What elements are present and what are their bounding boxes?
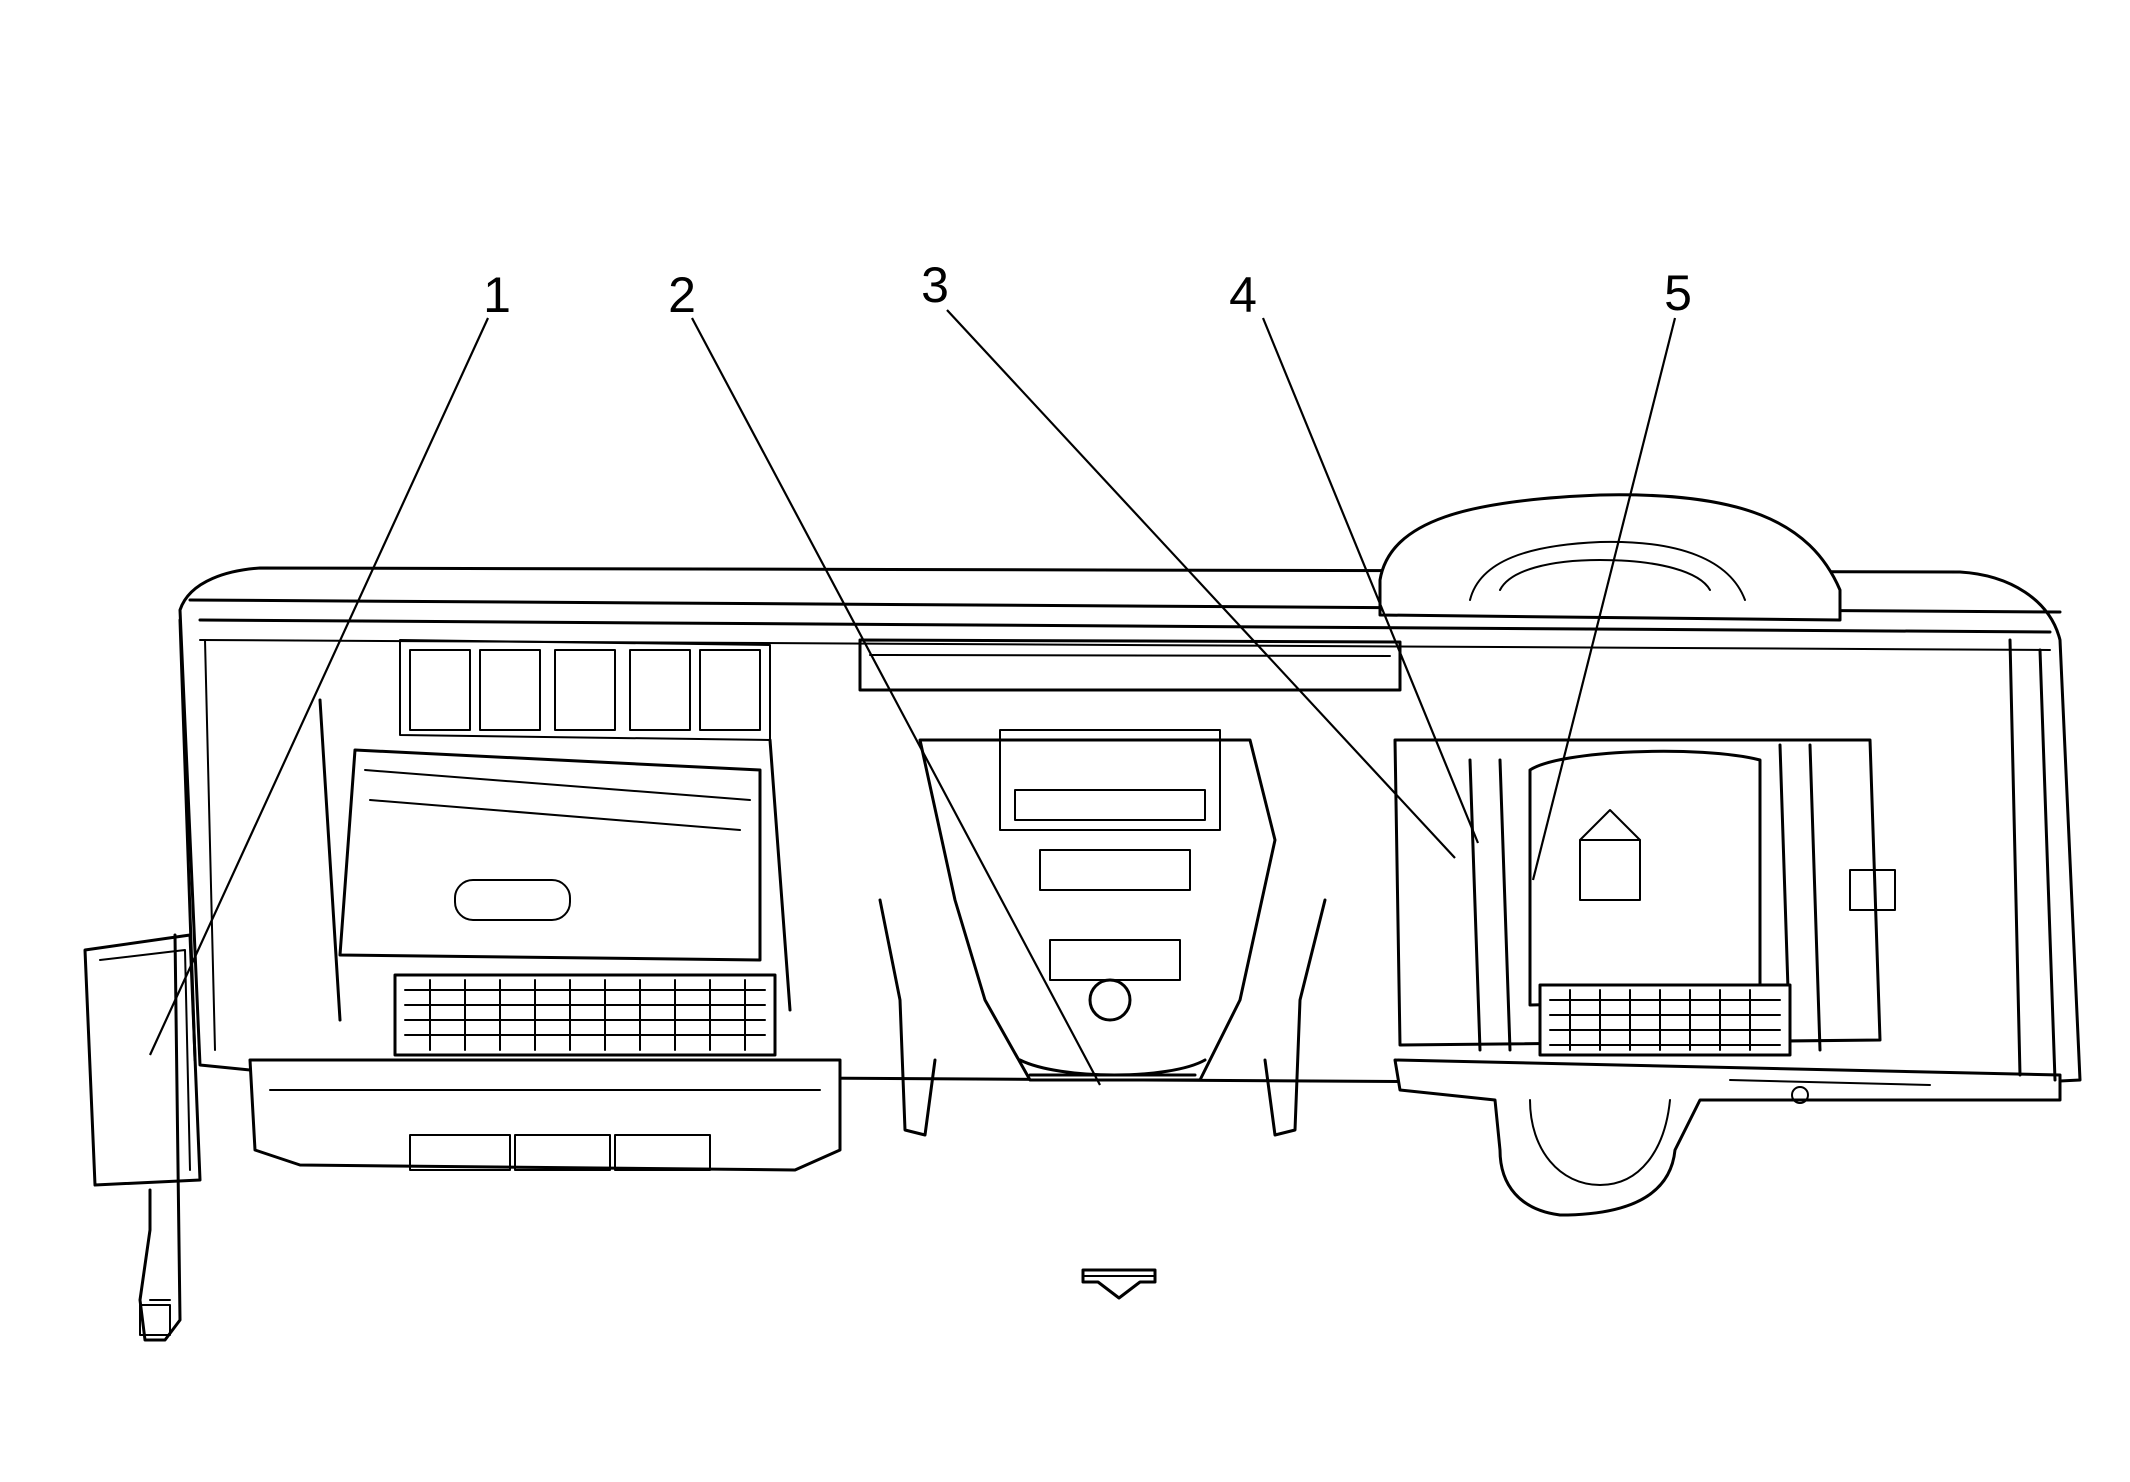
- leader-line-2: [691, 317, 1101, 1086]
- leader-line-5: [1531, 317, 1677, 881]
- glove-box-module: [318, 639, 792, 1022]
- forward-arrow-icon: [1081, 1268, 1157, 1300]
- callout-4: 4: [1229, 267, 1257, 323]
- leader-line-3: [946, 309, 1456, 859]
- left-grille: [393, 973, 777, 1057]
- leader-line-1: [149, 317, 489, 1056]
- callout-labels: 1 2 3 4 5: [483, 257, 1692, 323]
- center-stack: [878, 729, 1327, 1137]
- driver-module: [1393, 738, 1896, 1052]
- callout-5: 5: [1664, 265, 1692, 321]
- leader-lines: [149, 309, 1677, 1086]
- cluster-hood: [1378, 493, 1842, 622]
- left-end-bracket: [83, 618, 216, 1342]
- left-lower-panel: [248, 1058, 842, 1172]
- right-grille: [1538, 983, 1792, 1057]
- callout-3: 3: [921, 257, 949, 313]
- callout-2: 2: [668, 267, 696, 323]
- callout-1: 1: [483, 267, 511, 323]
- right-lower-panel: [1393, 638, 2062, 1217]
- leader-line-4: [1261, 317, 1480, 844]
